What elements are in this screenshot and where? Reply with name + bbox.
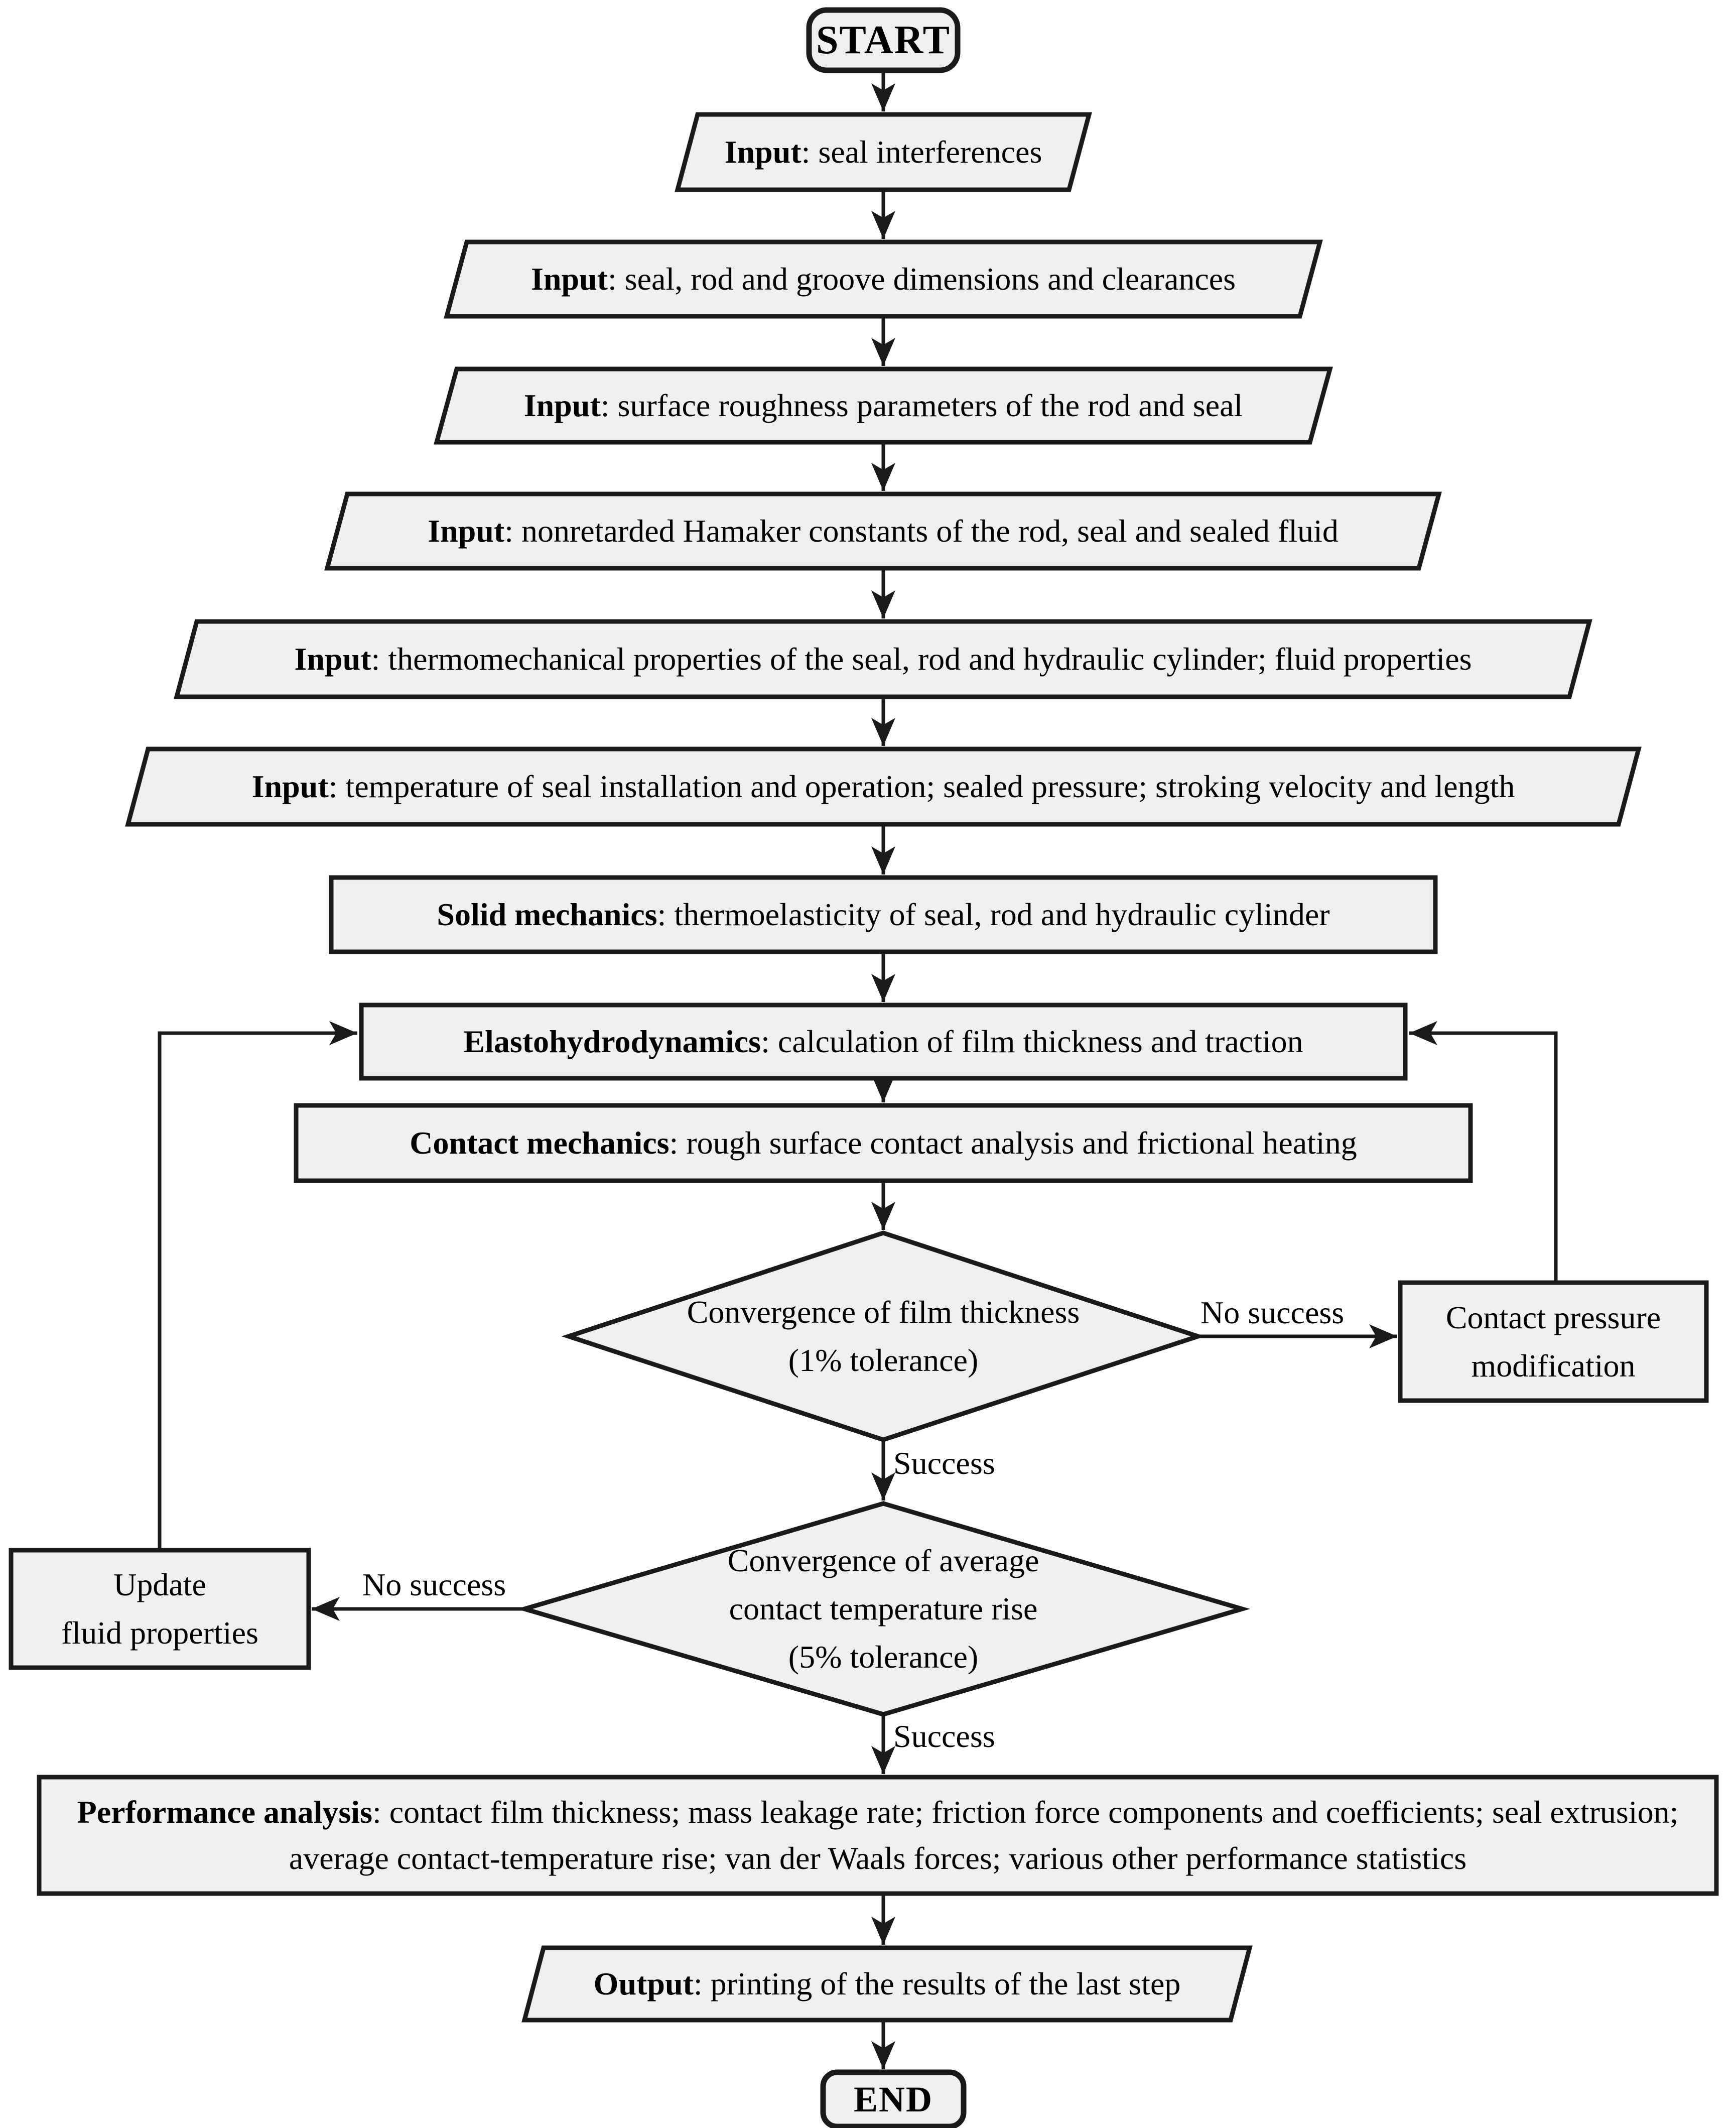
- input-thermomechanical-label: Input: thermomechanical properties of th…: [177, 621, 1589, 697]
- update-fluid-properties-shape: [9, 1548, 311, 1670]
- input2-text: : seal, rod and groove dimensions and cl…: [607, 261, 1236, 297]
- end-node-shape: [820, 2069, 967, 2128]
- end-text: END: [853, 2079, 933, 2119]
- decision-film-thickness-shape: [561, 1230, 1206, 1442]
- no-success-label-1: No success: [1200, 1295, 1345, 1330]
- loop-contact-pressure-to-elastohydrodynamics: [1409, 1021, 1558, 1283]
- decision-temperature-rise-label: Convergence of average contact temperatu…: [582, 1537, 1184, 1681]
- ufp-line2: fluid properties: [61, 1615, 258, 1651]
- input2-prefix: Input: [530, 261, 608, 297]
- input5-prefix: Input: [294, 641, 371, 677]
- performance-analysis-shape: [37, 1775, 1719, 1896]
- performance-prefix: Performance analysis: [77, 1794, 372, 1830]
- input-thermomechanical-shape: [174, 619, 1592, 699]
- input1-text: : seal interferences: [801, 134, 1042, 170]
- decision-temperature-rise-shape: [516, 1501, 1250, 1717]
- end-node-label: END: [823, 2072, 964, 2126]
- contact-mechanics-label: Contact mechanics: rough surface contact…: [296, 1105, 1471, 1181]
- input-seal-interferences-label: Input: seal interferences: [678, 114, 1089, 190]
- decision2-line1: Convergence of average: [727, 1543, 1039, 1578]
- contact-pressure-modification-shape: [1398, 1280, 1709, 1403]
- ufp-line1: Update: [113, 1567, 206, 1602]
- start-text: START: [816, 18, 951, 62]
- contact-pressure-modification-label: Contact pressure modification: [1400, 1283, 1706, 1401]
- input-temperature-shape: [125, 746, 1642, 827]
- contact-mechanics-text: : rough surface contact analysis and fri…: [669, 1125, 1357, 1161]
- solid-mechanics-shape: [329, 875, 1438, 954]
- contact-mechanics-prefix: Contact mechanics: [410, 1125, 670, 1161]
- solid-mechanics-label: Solid mechanics: thermoelasticity of sea…: [331, 878, 1435, 952]
- decision2-line3: (5% tolerance): [788, 1639, 979, 1675]
- output-prefix: Output: [593, 1966, 694, 2001]
- decision-film-thickness-label: Convergence of film thickness (1% tolera…: [617, 1285, 1149, 1388]
- input-roughness-label: Input: surface roughness parameters of t…: [437, 369, 1330, 442]
- update-fluid-properties-label: Update fluid properties: [11, 1550, 309, 1668]
- success-label-1: Success: [893, 1445, 995, 1481]
- input6-text: : temperature of seal installation and o…: [328, 769, 1515, 804]
- loop-update-fluid-to-elastohydrodynamics: [158, 1021, 357, 1550]
- input-roughness-shape: [434, 366, 1333, 445]
- solid-mechanics-text: : thermoelasticity of seal, rod and hydr…: [657, 897, 1330, 932]
- performance-analysis-label: Performance analysis: contact film thick…: [49, 1777, 1706, 1894]
- input4-prefix: Input: [428, 513, 505, 549]
- start-node-shape: [806, 7, 961, 73]
- elastohydrodynamics-text: : calculation of film thickness and trac…: [761, 1024, 1303, 1059]
- input3-prefix: Input: [523, 388, 601, 423]
- output-label: Output: printing of the results of the l…: [524, 1948, 1250, 2020]
- elastohydrodynamics-shape: [359, 1003, 1408, 1081]
- input-dimensions-label: Input: seal, rod and groove dimensions a…: [447, 242, 1320, 316]
- elastohydrodynamics-prefix: Elastohydrodynamics: [463, 1024, 761, 1059]
- input1-prefix: Input: [724, 134, 802, 170]
- elastohydrodynamics-label: Elastohydrodynamics: calculation of film…: [361, 1005, 1405, 1078]
- output-shape: [521, 1945, 1253, 2023]
- input3-text: : surface roughness parameters of the ro…: [600, 388, 1243, 423]
- start-node-label: START: [809, 10, 958, 70]
- output-text: : printing of the results of the last st…: [693, 1966, 1181, 2001]
- cpm-line2: modification: [1471, 1347, 1636, 1384]
- input-hamaker-label: Input: nonretarded Hamaker constants of …: [327, 494, 1439, 568]
- no-success-label-2: No success: [362, 1567, 506, 1602]
- contact-mechanics-shape: [294, 1103, 1473, 1183]
- input4-text: : nonretarded Hamaker constants of the r…: [504, 513, 1339, 549]
- solid-mechanics-prefix: Solid mechanics: [437, 897, 657, 932]
- decision1-line1: Convergence of film thickness: [687, 1294, 1080, 1330]
- performance-text: : contact film thickness; mass leakage r…: [289, 1794, 1679, 1876]
- decision2-line2: contact temperature rise: [729, 1591, 1038, 1626]
- input-seal-interferences-shape: [675, 112, 1092, 192]
- input6-prefix: Input: [251, 769, 329, 804]
- input5-text: : thermomechanical properties of the sea…: [371, 641, 1472, 677]
- cpm-line1: Contact pressure: [1445, 1299, 1661, 1335]
- success-label-2: Success: [893, 1718, 995, 1754]
- input-dimensions-shape: [444, 239, 1323, 319]
- input-temperature-label: Input: temperature of seal installation …: [128, 749, 1639, 824]
- decision1-line2: (1% tolerance): [788, 1342, 979, 1378]
- input-hamaker-shape: [324, 491, 1442, 571]
